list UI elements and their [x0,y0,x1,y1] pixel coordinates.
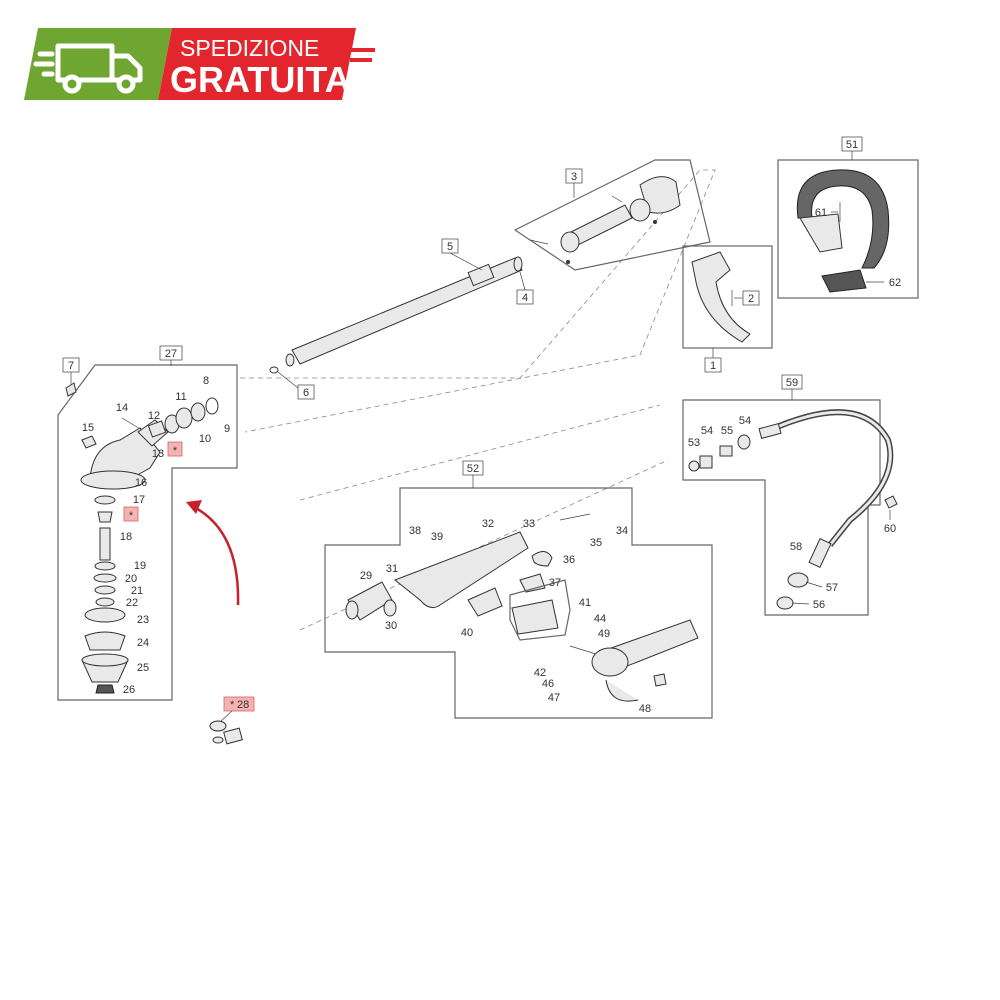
asterisk-marker: * [173,445,178,457]
label-57: 57 [826,582,838,594]
label-1: 1 [710,360,716,372]
label-33: 33 [523,518,535,530]
label-47: 47 [548,692,560,704]
label-10: 10 [199,433,211,445]
label-21: 21 [131,585,143,597]
label-6: 6 [303,387,309,399]
label-14: 14 [116,402,128,414]
label-56: 56 [813,599,825,611]
label-51: 51 [846,139,858,151]
label-2: 2 [748,293,754,305]
label-12: 12 [148,410,160,422]
label-42: 42 [534,667,546,679]
label-61: 61 [815,207,827,219]
label-44: 44 [594,613,606,625]
label-11: 11 [175,391,186,403]
label-49: 49 [598,628,610,640]
drive-shaft: 5 4 6 [269,238,534,400]
label-23: 23 [137,614,149,626]
label-24: 24 [137,637,149,649]
label-36: 36 [563,554,575,566]
label-13: 13 [152,448,164,460]
group-3-clamp: 3 [513,159,711,271]
label-40: 40 [461,627,473,639]
label-4: 4 [522,292,528,304]
asterisk-marker: * [129,510,134,522]
highlight-marker [123,506,139,522]
label-3: 3 [571,171,577,183]
label-39: 39 [431,531,443,543]
group-51-loop-handle: 51 61 62 [777,136,919,299]
label-5: 5 [447,241,453,253]
label-48: 48 [639,703,651,715]
label-7: 7 [68,360,74,372]
label-32: 32 [482,518,494,530]
label-34: 34 [616,525,628,537]
label-19: 19 [134,560,146,572]
label-9: 9 [224,423,230,435]
delivery-truck-icon [33,43,143,94]
label-17: 17 [133,494,145,506]
label-37: 37 [549,577,561,589]
label-16: 16 [135,477,147,489]
banner-red-panel [158,28,356,100]
label-52: 52 [467,463,479,475]
label-30: 30 [385,620,397,632]
label-29: 29 [360,570,372,582]
label-59: 59 [786,377,798,389]
label-22: 22 [126,597,138,609]
free-shipping-banner: SPEDIZIONE GRATUITA [24,28,375,100]
label-27: 27 [165,348,177,360]
label-35: 35 [590,537,602,549]
group-1-lever: 1 2 [682,245,773,373]
label-58: 58 [790,541,802,553]
label-55: 55 [721,425,733,437]
label-26: 26 [123,684,135,696]
label-41: 41 [579,597,591,609]
group-28: * 28 [209,696,255,745]
label-38: 38 [409,525,421,537]
gearhead-base [80,470,146,490]
label-60: 60 [884,523,896,535]
label-15: 15 [82,422,94,434]
label-31: 31 [386,563,398,575]
highlight-marker [167,441,183,457]
label-62: 62 [889,277,901,289]
group-52-rear-handle: 52 38 39 32 33 34 35 36 31 29 37 41 44 4… [324,460,713,719]
banner-line-1: SPEDIZIONE [180,35,319,61]
label-46: 46 [542,678,554,690]
label-54: 54 [739,415,751,427]
curved-arrow-icon [186,500,240,606]
group-59-flex-cable: 59 53 54 55 54 58 57 56 60 [682,374,898,616]
label-28: 28 [237,699,249,711]
label-25: 25 [137,662,149,674]
asterisk-marker: * [230,699,235,711]
label-18: 18 [120,531,132,543]
label-54: 54 [701,425,713,437]
label-20: 20 [125,573,137,585]
label-8: 8 [203,375,209,387]
group-27-gearhead: 27 * * 7 8 [57,345,238,701]
banner-line-2: GRATUITA [170,59,351,100]
label-53: 53 [688,437,700,449]
